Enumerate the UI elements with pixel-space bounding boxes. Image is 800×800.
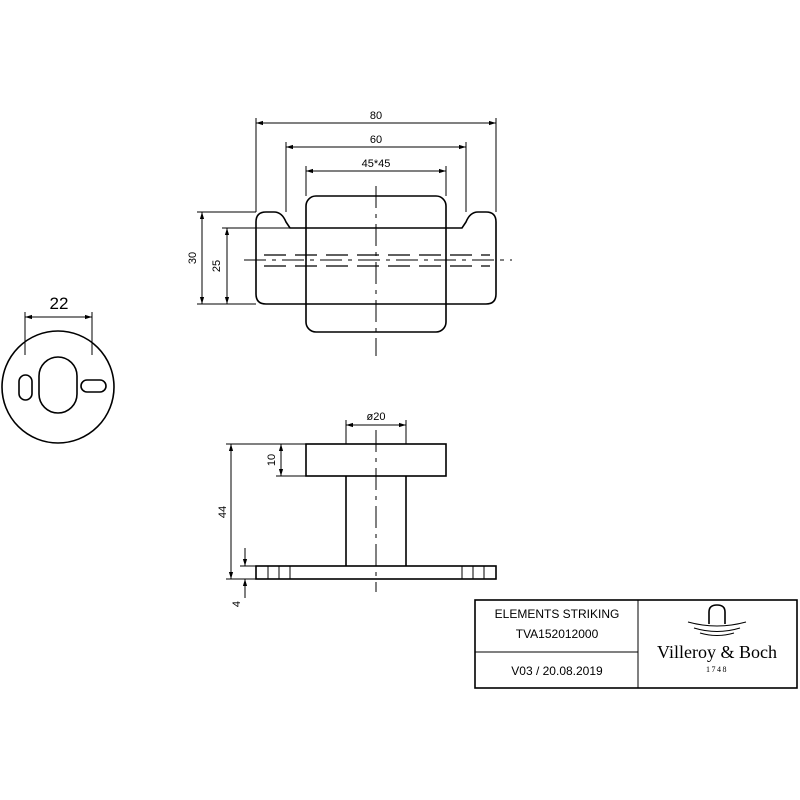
title-block-frame [474,599,798,689]
title-line-2: TVA152012000 [516,627,599,641]
top-view: 80 60 45*45 30 25 [187,110,512,356]
dimension-label-4: 4 [231,601,243,607]
dimension-label-30: 30 [187,252,199,264]
brand-name: Villeroy & Boch [657,642,777,662]
dimension-label-25: 25 [211,260,223,272]
version-date: V03 / 20.08.2019 [511,664,603,678]
villeroy-boch-logo-icon [687,604,747,636]
dimension-label-45x45: 45*45 [362,158,391,170]
dimension-label-22: 22 [50,294,69,313]
dimension-label-44: 44 [217,506,229,518]
dimension-label-80: 80 [370,110,382,122]
right-mounting-slot [80,379,107,393]
rosette-view: 22 [1,294,115,444]
dimension-label-diameter: ø20 [367,411,386,423]
title-line-1: ELEMENTS STRIKING [495,607,620,621]
side-view: ø20 10 44 4 [217,411,497,607]
oval-slot [38,356,78,414]
rosette-outline [1,330,115,444]
title-block: ELEMENTS STRIKING TVA152012000 V03 / 20.… [474,599,798,689]
left-mounting-slot [18,374,33,401]
brand-since: 1748 [706,665,728,674]
hook-body-outline [255,211,497,305]
dimension-label-60: 60 [370,134,382,146]
dimension-label-10: 10 [266,454,278,466]
